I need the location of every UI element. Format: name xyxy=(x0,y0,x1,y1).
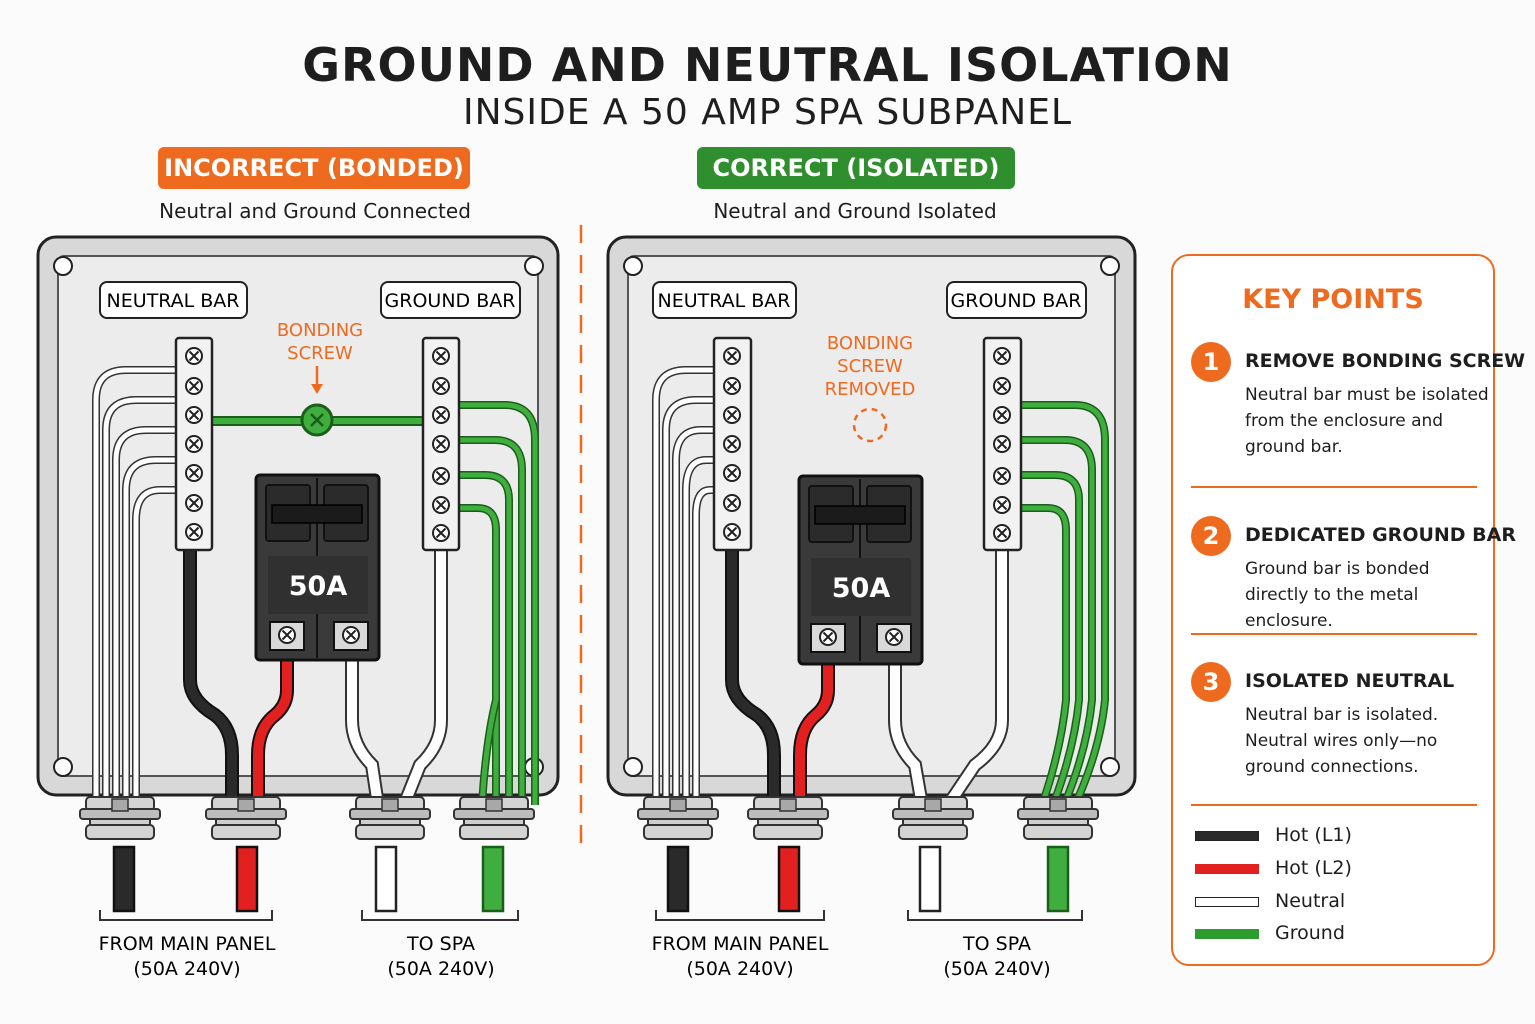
key-point-heading: DEDICATED GROUND BAR xyxy=(1245,524,1517,546)
correct-badge: CORRECT (ISOLATED) xyxy=(697,147,1015,189)
number-badge: 1 xyxy=(1191,342,1231,382)
number-badge: 2 xyxy=(1191,516,1231,556)
key-points-title: KEY POINTS xyxy=(1242,284,1424,315)
diagram-subtitle: INSIDE A 50 AMP SPA SUBPANEL xyxy=(462,92,1073,133)
to-spa-spec: (50A 240V) xyxy=(387,958,494,980)
to-spa-label: TO SPA xyxy=(962,933,1031,955)
incorrect-caption: Neutral and Ground Connected xyxy=(159,199,471,223)
legend-label: Hot (L1) xyxy=(1275,824,1352,846)
to-spa-label: TO SPA xyxy=(406,933,475,955)
separator xyxy=(1191,486,1477,488)
correct-panel xyxy=(606,235,1137,921)
legend-swatch xyxy=(1195,897,1259,907)
key-point-body: Ground bar is bonded directly to the met… xyxy=(1245,559,1430,631)
incorrect-panel xyxy=(36,235,560,921)
ground-bar-label: GROUND BAR xyxy=(951,290,1082,312)
key-point-heading: ISOLATED NEUTRAL xyxy=(1245,670,1455,692)
from-main-spec: (50A 240V) xyxy=(686,958,793,980)
to-spa-spec: (50A 240V) xyxy=(943,958,1050,980)
key-point-body: Neutral bar is isolated. Neutral wires o… xyxy=(1245,705,1439,777)
legend-label: Hot (L2) xyxy=(1275,857,1352,879)
breaker-rating: 50A xyxy=(832,573,891,604)
correct-caption: Neutral and Ground Isolated xyxy=(713,199,997,223)
bonding-screw-label: BONDING xyxy=(277,320,363,341)
ground-bar-label: GROUND BAR xyxy=(385,290,516,312)
separator xyxy=(1191,633,1477,635)
breaker-rating: 50A xyxy=(289,571,348,602)
legend-label: Ground xyxy=(1275,922,1345,944)
legend-swatch xyxy=(1195,929,1259,939)
screw-removed-label: REMOVED xyxy=(825,379,916,400)
incorrect-badge: INCORRECT (BONDED) xyxy=(158,147,470,189)
from-main-spec: (50A 240V) xyxy=(133,958,240,980)
key-points-box: KEY POINTS 1 REMOVE BONDING SCREW Neutra… xyxy=(1171,254,1525,966)
key-point-body: Neutral bar must be isolated from the en… xyxy=(1245,385,1489,457)
legend-swatch xyxy=(1195,864,1259,874)
from-main-label: FROM MAIN PANEL xyxy=(652,933,829,955)
removed-screw-icon xyxy=(852,407,888,443)
legend-label: Neutral xyxy=(1275,890,1346,912)
diagram-title: GROUND AND NEUTRAL ISOLATION xyxy=(302,38,1233,92)
from-main-label: FROM MAIN PANEL xyxy=(99,933,276,955)
neutral-bar-label: NEUTRAL BAR xyxy=(657,290,790,312)
separator xyxy=(1191,804,1477,806)
neutral-bar-label: NEUTRAL BAR xyxy=(106,290,239,312)
number-badge: 3 xyxy=(1191,662,1231,702)
screw-removed-label: SCREW xyxy=(837,356,903,377)
bonding-screw-label: SCREW xyxy=(287,343,353,364)
legend-swatch xyxy=(1195,831,1259,841)
key-point-heading: REMOVE BONDING SCREW xyxy=(1245,350,1526,372)
screw-removed-label: BONDING xyxy=(827,333,913,354)
